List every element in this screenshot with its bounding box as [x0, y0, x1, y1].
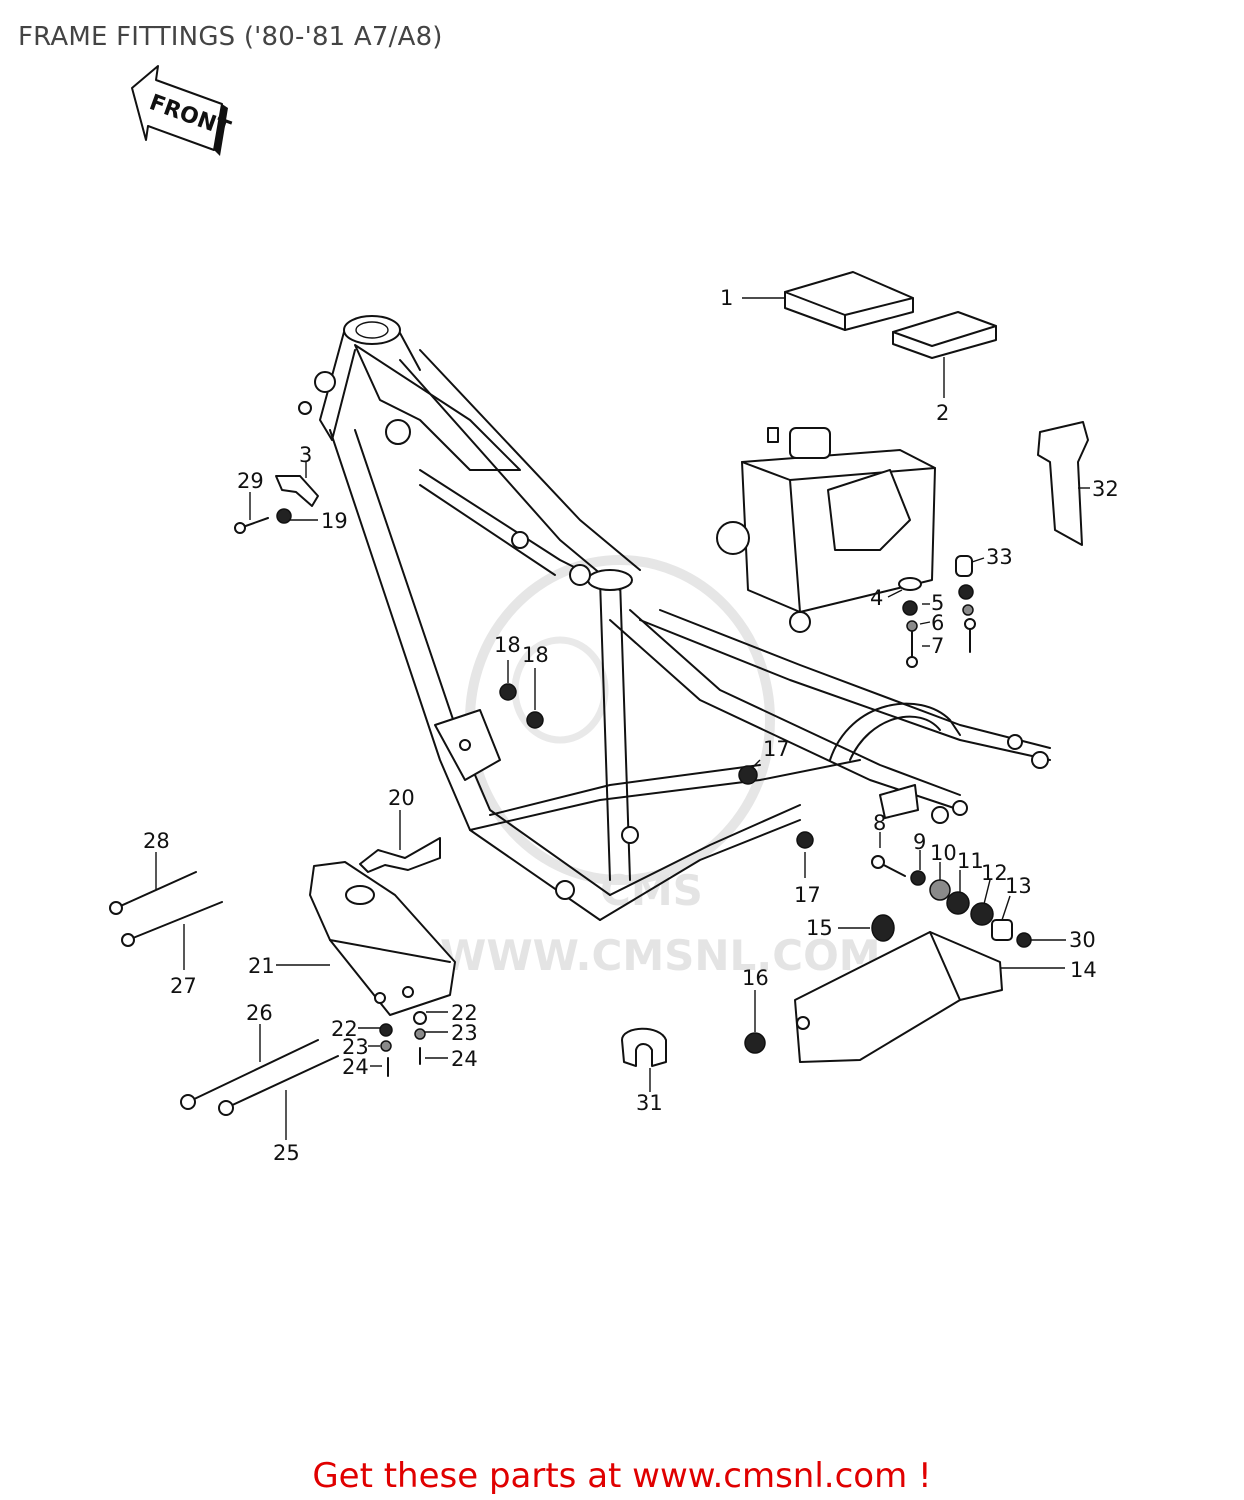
- callout-18-b: 18: [522, 643, 549, 667]
- callout-15: 15: [806, 916, 833, 940]
- page-title: FRAME FITTINGS ('80-'81 A7/A8): [18, 22, 443, 52]
- frame-drawing: [298, 315, 1051, 921]
- callout-22-right: 22: [451, 1001, 478, 1025]
- callout-17-b: 17: [794, 883, 821, 907]
- clamp-3-drawing: [275, 475, 319, 507]
- watermark-url: WWW.CMSNL.COM: [440, 931, 881, 980]
- bolt-drawings: [109, 517, 976, 1116]
- callout-23-right: 23: [451, 1021, 478, 1045]
- callout-32: 32: [1092, 477, 1119, 501]
- callout-6: 6: [931, 611, 944, 635]
- pad-drawings: [784, 271, 997, 359]
- callout-21: 21: [248, 954, 275, 978]
- skid-plate-21-drawing: [309, 861, 456, 1016]
- callout-7: 7: [931, 634, 944, 658]
- callout-17-a: 17: [763, 737, 790, 761]
- callout-3: 3: [299, 443, 312, 467]
- callout-33: 33: [986, 545, 1013, 569]
- oil-tank-drawing: [716, 427, 936, 633]
- callout-2: 2: [936, 401, 949, 425]
- callout-9: 9: [913, 830, 926, 854]
- clamp-20-drawing: [359, 837, 441, 873]
- callout-10: 10: [930, 841, 957, 865]
- leader-lines: [155, 297, 1090, 1140]
- callout-8: 8: [873, 811, 886, 835]
- callout-31: 31: [636, 1091, 663, 1115]
- callout-5: 5: [931, 591, 944, 615]
- callout-26: 26: [246, 1001, 273, 1025]
- callout-28: 28: [143, 829, 170, 853]
- callout-29: 29: [237, 469, 264, 493]
- callout-27: 27: [170, 974, 197, 998]
- callout-25: 25: [273, 1141, 300, 1165]
- parts-link[interactable]: Get these parts at www.cmsnl.com !: [312, 1456, 932, 1496]
- bracket-32-drawing: [1037, 421, 1089, 546]
- part-callouts: 1 2 3 4 5 6 7 8 9 10 11 12 13 14 15 16 1…: [143, 286, 1119, 1165]
- callout-20: 20: [388, 786, 415, 810]
- callout-12: 12: [981, 861, 1008, 885]
- callout-14: 14: [1070, 958, 1097, 982]
- front-arrow-icon: FRONT: [131, 65, 234, 156]
- clamp-31-drawing: [621, 1027, 667, 1067]
- callout-13: 13: [1005, 874, 1032, 898]
- callout-16: 16: [742, 966, 769, 990]
- callout-19: 19: [321, 509, 348, 533]
- fastener-drawings: [276, 508, 1032, 1054]
- callout-18-a: 18: [494, 633, 521, 657]
- callout-23-left: 23: [342, 1035, 369, 1059]
- callout-4: 4: [870, 586, 883, 610]
- callout-1: 1: [720, 286, 733, 310]
- guard-14-drawing: [794, 931, 1003, 1063]
- callout-22-left: 22: [331, 1017, 358, 1041]
- callout-11: 11: [957, 849, 984, 873]
- callout-24-left: 24: [342, 1055, 369, 1079]
- callout-30: 30: [1069, 928, 1096, 952]
- callout-24-right: 24: [451, 1047, 478, 1071]
